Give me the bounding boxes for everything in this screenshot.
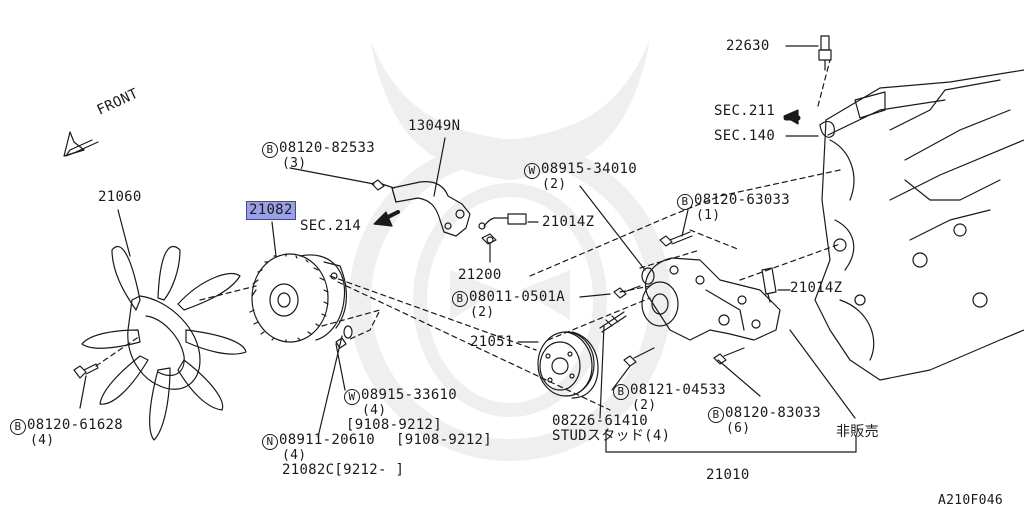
qty-08911-20610: (4) bbox=[282, 448, 307, 463]
part-number: 08121-04533 bbox=[630, 382, 727, 398]
label-13049n: 13049N bbox=[408, 118, 461, 134]
water-pump-21010 bbox=[641, 257, 781, 341]
qty-08011-0501a: (2) bbox=[470, 305, 495, 320]
qty-08915-34010: (2) bbox=[542, 177, 567, 192]
water-inlet-13049n bbox=[391, 181, 471, 237]
bolt-symbol-icon: B bbox=[613, 384, 629, 400]
qty-08120-83033: (6) bbox=[726, 421, 751, 436]
washer-symbol-icon: W bbox=[524, 163, 540, 179]
cooling-fan-21060 bbox=[81, 245, 247, 441]
watermark-logo bbox=[349, 40, 671, 461]
label-stud: STUDスタッド(4) bbox=[552, 428, 671, 444]
bolt-08120-63033 bbox=[659, 231, 693, 247]
bolt-08120-82533 bbox=[371, 179, 395, 191]
diagram-code: A210F046 bbox=[938, 493, 1004, 508]
part-number: 08915-34010 bbox=[541, 161, 638, 177]
label-08226-61410: 08226-61410 bbox=[552, 413, 649, 429]
nut-08911-20610 bbox=[335, 337, 347, 349]
bolt-symbol-icon: B bbox=[262, 142, 278, 158]
label-sec-214[interactable]: SEC.214 bbox=[300, 218, 362, 234]
label-21060: 21060 bbox=[98, 189, 142, 205]
part-number: 08120-63033 bbox=[694, 192, 791, 208]
range-08915-33610: [9108-9212] bbox=[346, 417, 443, 433]
sensor-21014z-upper bbox=[478, 213, 527, 230]
label-21082c: 21082C[9212- ] bbox=[282, 462, 405, 478]
label-21082-highlighted[interactable]: 21082 bbox=[246, 201, 296, 220]
stud-08226-61410 bbox=[599, 311, 627, 333]
part-number: 08011-0501A bbox=[469, 289, 566, 305]
part-number: 08120-61628 bbox=[27, 417, 124, 433]
bolt-symbol-icon: B bbox=[452, 291, 468, 307]
label-21051: 21051 bbox=[470, 334, 514, 350]
front-arrow-icon bbox=[63, 131, 99, 157]
label-22630: 22630 bbox=[726, 38, 770, 54]
label-not-for-sale: 非販売 bbox=[836, 424, 879, 440]
label-21010: 21010 bbox=[706, 467, 750, 483]
bolt-symbol-icon: B bbox=[708, 407, 724, 423]
qty-08120-63033: (1) bbox=[696, 208, 721, 223]
qty-08915-33610: (4) bbox=[362, 403, 387, 418]
part-number: 08120-83033 bbox=[725, 405, 822, 421]
part-number: 08911-20610 bbox=[279, 432, 376, 448]
bolt-08121-04533 bbox=[623, 347, 655, 367]
label-21014z-upper: 21014Z bbox=[542, 214, 595, 230]
label-21014z-lower: 21014Z bbox=[790, 280, 843, 296]
washer-08915-33610 bbox=[343, 325, 353, 339]
nut-symbol-icon: N bbox=[262, 434, 278, 450]
bolt-08120-83033 bbox=[713, 347, 745, 365]
sensor-21014z-lower bbox=[761, 267, 777, 303]
part-number: 08915-33610 bbox=[361, 387, 458, 403]
sensor-22630 bbox=[818, 35, 832, 71]
part-number: 08120-82533 bbox=[279, 140, 376, 156]
qty-08120-61628: (4) bbox=[30, 433, 55, 448]
pulley-21051 bbox=[537, 331, 599, 399]
range-08911-20610: [9108-9212] bbox=[396, 432, 493, 448]
label-21200: 21200 bbox=[458, 267, 502, 283]
gasket-08011-0501a bbox=[641, 267, 655, 285]
label-sec-211[interactable]: SEC.211 bbox=[714, 103, 776, 119]
qty-08121-04533: (2) bbox=[632, 398, 657, 413]
label-sec-140[interactable]: SEC.140 bbox=[714, 128, 776, 144]
bolt-symbol-icon: B bbox=[677, 194, 693, 210]
sensor-21200 bbox=[481, 233, 497, 263]
washer-symbol-icon: W bbox=[344, 389, 360, 405]
bolt-08011-0501a bbox=[613, 285, 641, 299]
engine-block bbox=[814, 69, 1024, 381]
fluid-coupling-21082 bbox=[249, 253, 347, 343]
qty-08120-82533: (3) bbox=[282, 156, 307, 171]
bolt-symbol-icon: B bbox=[10, 419, 26, 435]
